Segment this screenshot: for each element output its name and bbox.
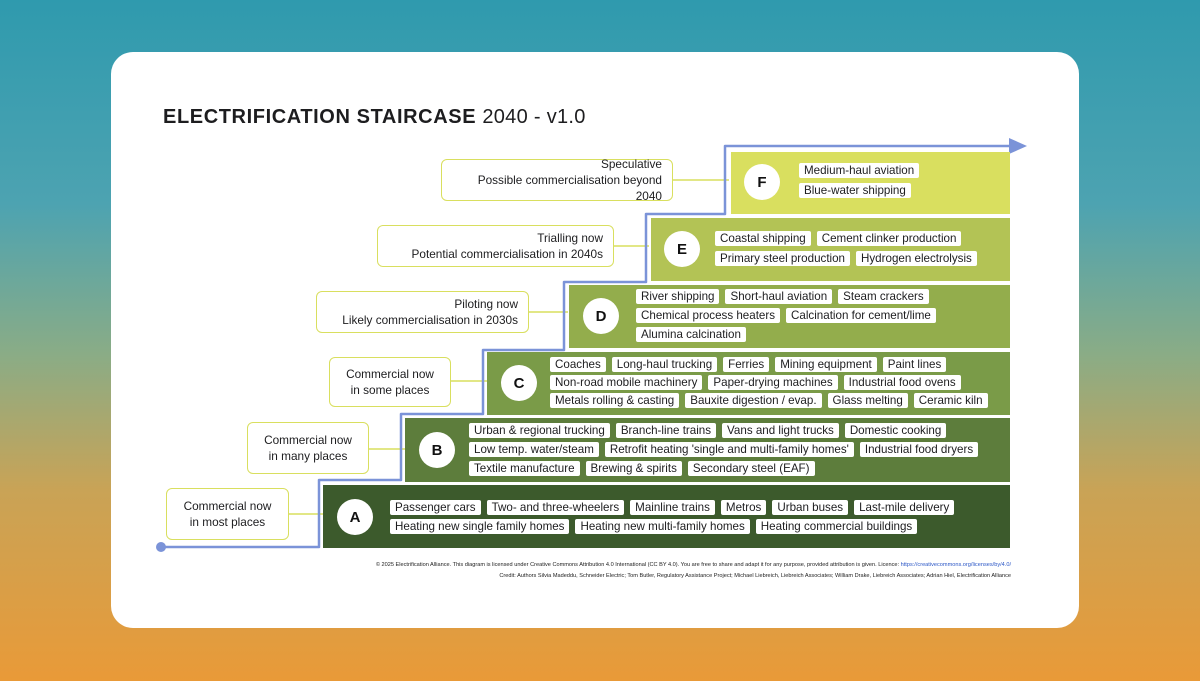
item-tag: Mainline trains — [630, 500, 715, 515]
diagram-card: ELECTRIFICATION STAIRCASE 2040 - v1.0 F … — [111, 52, 1079, 628]
item-tag: Last-mile delivery — [854, 500, 955, 515]
stage-connectors — [289, 179, 729, 515]
title-bold: ELECTRIFICATION STAIRCASE — [163, 106, 477, 128]
step-c-badge: C — [501, 365, 537, 401]
item-tag: Coaches — [550, 357, 606, 372]
item-tag: Metros — [720, 500, 767, 515]
step-a — [323, 485, 1010, 548]
item-tag: Mining equipment — [775, 357, 877, 372]
diagram-title: ELECTRIFICATION STAIRCASE 2040 - v1.0 — [163, 106, 586, 129]
stage-label-c: Commercial now in some places — [329, 357, 451, 407]
stage-label-f: Speculative Possible commercialisation b… — [441, 157, 673, 203]
item-tag: Coastal shipping — [715, 231, 811, 246]
item-tag: Low temp. water/steam — [469, 442, 599, 457]
item-tag: Vans and light trucks — [722, 423, 839, 438]
item-tag: Primary steel production — [715, 251, 851, 266]
credit-text: Credit: Authors Silvia Madeddu, Schneide… — [499, 573, 1011, 579]
step-d-badge: D — [583, 298, 619, 334]
step-f-items: Medium-haul aviation Blue-water shipping — [799, 163, 999, 198]
item-tag: Ferries — [723, 357, 770, 372]
stage-status: Piloting now — [454, 297, 518, 311]
item-tag: Short-haul aviation — [725, 289, 833, 304]
step-c-items: Coaches Long-haul trucking Ferries Minin… — [550, 357, 1008, 408]
step-d-items: River shipping Short-haul aviation Steam… — [636, 289, 976, 342]
stage-label-b: Commercial now in many places — [247, 422, 369, 474]
staircase-arrow — [156, 138, 1027, 552]
item-tag: Branch-line trains — [615, 423, 717, 438]
stage-status: Trialling now — [537, 231, 603, 245]
title-version: 2040 - v1.0 — [482, 106, 586, 128]
item-tag: Cement clinker production — [816, 231, 962, 246]
item-tag: Blue-water shipping — [799, 183, 911, 198]
item-tag: Urban buses — [772, 500, 849, 515]
item-tag: Passenger cars — [390, 500, 481, 515]
item-tag: Alumina calcination — [636, 327, 746, 342]
step-e — [651, 218, 1010, 281]
item-tag: Domestic cooking — [844, 423, 947, 438]
licence-line: © 2025 Electrification Alliance. This di… — [111, 562, 1011, 568]
item-tag: Non-road mobile machinery — [550, 375, 703, 390]
stage-status: Commercial now — [183, 499, 272, 513]
item-tag: Metals rolling & casting — [550, 393, 680, 408]
item-tag: Textile manufacture — [469, 461, 580, 476]
stage-status: Commercial now — [264, 433, 352, 447]
stage-outlook: in most places — [189, 515, 266, 529]
item-tag: Paint lines — [882, 357, 947, 372]
item-tag: Steam crackers — [838, 289, 929, 304]
item-tag: Industrial food ovens — [843, 375, 961, 390]
step-e-badge: E — [664, 231, 700, 267]
stage-label-d: Piloting now Likely commercialisation in… — [316, 291, 529, 333]
licence-text: © 2025 Electrification Alliance. This di… — [375, 562, 901, 568]
item-tag: Heating new single family homes — [390, 519, 570, 534]
item-tag: Industrial food dryers — [859, 442, 979, 457]
item-tag: Two- and three-wheelers — [486, 500, 625, 515]
stage-status: Speculative — [601, 157, 662, 171]
step-e-items: Coastal shipping Cement clinker producti… — [715, 231, 1005, 266]
item-tag: Calcination for cement/lime — [786, 308, 936, 323]
stage-label-e: Trialling now Potential commercialisatio… — [377, 225, 614, 267]
step-a-badge: A — [337, 499, 373, 535]
stage-label-a: Commercial now in most places — [166, 488, 289, 540]
step-f-badge: F — [744, 164, 780, 200]
item-tag: Glass melting — [827, 393, 908, 408]
stage-status: Commercial now — [346, 367, 434, 381]
item-tag: Ceramic kiln — [913, 393, 988, 408]
item-tag: Urban & regional trucking — [469, 423, 610, 438]
item-tag: Retrofit heating 'single and multi-famil… — [604, 442, 854, 457]
step-b-items: Urban & regional trucking Branch-line tr… — [469, 423, 989, 476]
stage-outlook: Possible commercialisation beyond 2040 — [477, 173, 662, 203]
item-tag: Bauxite digestion / evap. — [685, 393, 822, 408]
item-tag: Paper-drying machines — [708, 375, 838, 390]
item-tag: Brewing & spirits — [585, 461, 682, 476]
item-tag: Medium-haul aviation — [799, 163, 920, 178]
item-tag: Secondary steel (EAF) — [687, 461, 815, 476]
step-b-badge: B — [419, 432, 455, 468]
stage-outlook: Potential commercialisation in 2040s — [411, 247, 603, 261]
item-tag: Heating new multi-family homes — [575, 519, 750, 534]
stage-outlook: Likely commercialisation in 2030s — [342, 313, 518, 327]
item-tag: Heating commercial buildings — [755, 519, 918, 534]
staircase-lines — [156, 138, 1027, 552]
step-a-items: Passenger cars Two- and three-wheelers M… — [390, 500, 1002, 534]
item-tag: Chemical process heaters — [636, 308, 781, 323]
stage-outlook: in many places — [268, 449, 348, 463]
licence-link[interactable]: https://creativecommons.org/licenses/by/… — [900, 562, 1011, 568]
credit-line: Credit: Authors Silvia Madeddu, Schneide… — [111, 573, 1011, 579]
item-tag: River shipping — [636, 289, 720, 304]
item-tag: Long-haul trucking — [611, 357, 718, 372]
item-tag: Hydrogen electrolysis — [856, 251, 977, 266]
stage-outlook: in some places — [350, 383, 430, 397]
